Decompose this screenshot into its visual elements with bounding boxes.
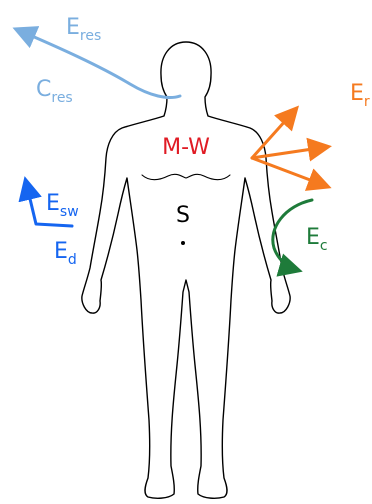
label-e-d: Ed (54, 239, 77, 268)
respiration-arrow (12, 26, 182, 99)
convection-arrow (271, 198, 314, 277)
label-e-sw: Esw (46, 191, 79, 220)
label-storage: S (176, 203, 190, 228)
label-e-res: Eres (66, 15, 101, 44)
sweat-arrow (18, 176, 74, 228)
human-body-outline (81, 41, 291, 499)
label-e-r: Er (350, 81, 370, 110)
label-metabolism-work: M-W (162, 135, 210, 160)
storage-dot (181, 241, 185, 245)
label-c-res: Cres (36, 77, 73, 106)
label-e-c: Ec (306, 225, 328, 254)
radiation-arrow-mid (250, 137, 332, 162)
radiation-arrow-up (250, 105, 300, 160)
radiation-arrows (250, 105, 332, 191)
radiation-arrow-low (250, 156, 332, 191)
